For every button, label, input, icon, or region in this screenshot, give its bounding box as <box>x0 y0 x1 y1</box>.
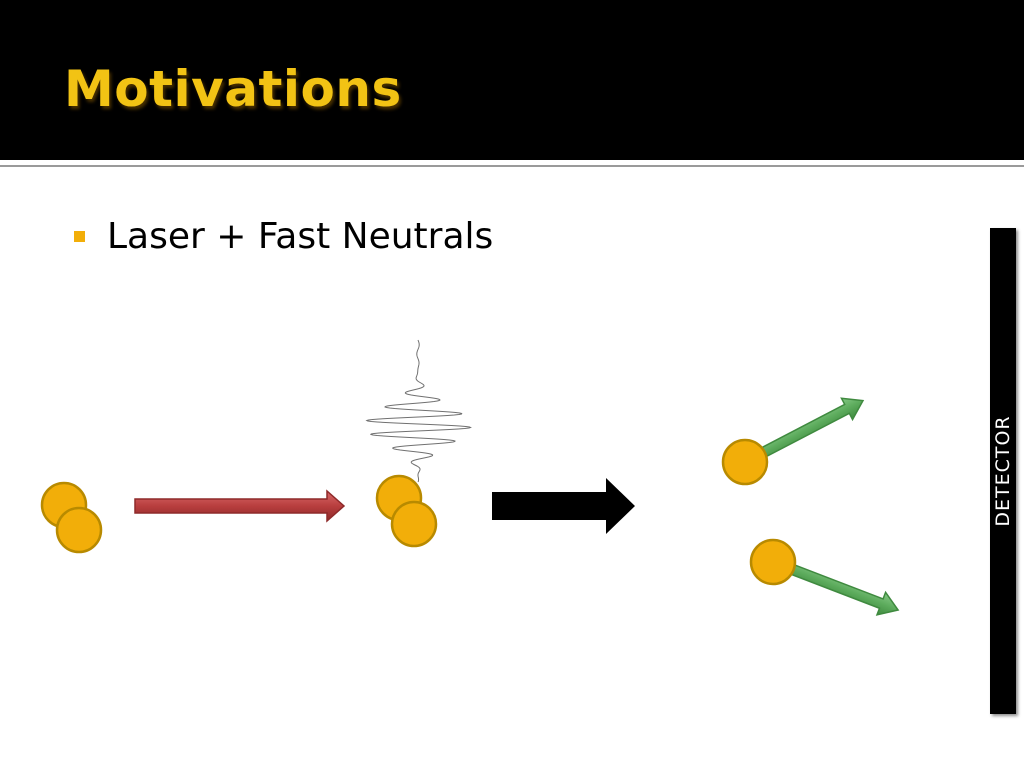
atom <box>55 506 103 554</box>
beam-arrow-icon <box>134 489 346 523</box>
detector-panel: DETECTOR <box>990 228 1016 714</box>
laser-pulse-icon <box>365 339 472 483</box>
fragment-upper <box>721 397 865 486</box>
bullet-text: Laser + Fast Neutrals <box>107 216 494 257</box>
header-bar <box>0 0 1024 160</box>
atom <box>721 438 769 486</box>
excited-molecule <box>375 474 438 548</box>
fragment-lower <box>749 538 900 616</box>
atom <box>390 500 438 548</box>
process-arrow-icon <box>492 478 635 534</box>
square-bullet-icon <box>74 231 85 242</box>
header-divider <box>0 165 1024 167</box>
incoming-molecule <box>40 481 103 554</box>
detector-label: DETECTOR <box>992 415 1014 527</box>
atom <box>749 538 797 586</box>
slide-title: Motivations <box>64 60 402 118</box>
